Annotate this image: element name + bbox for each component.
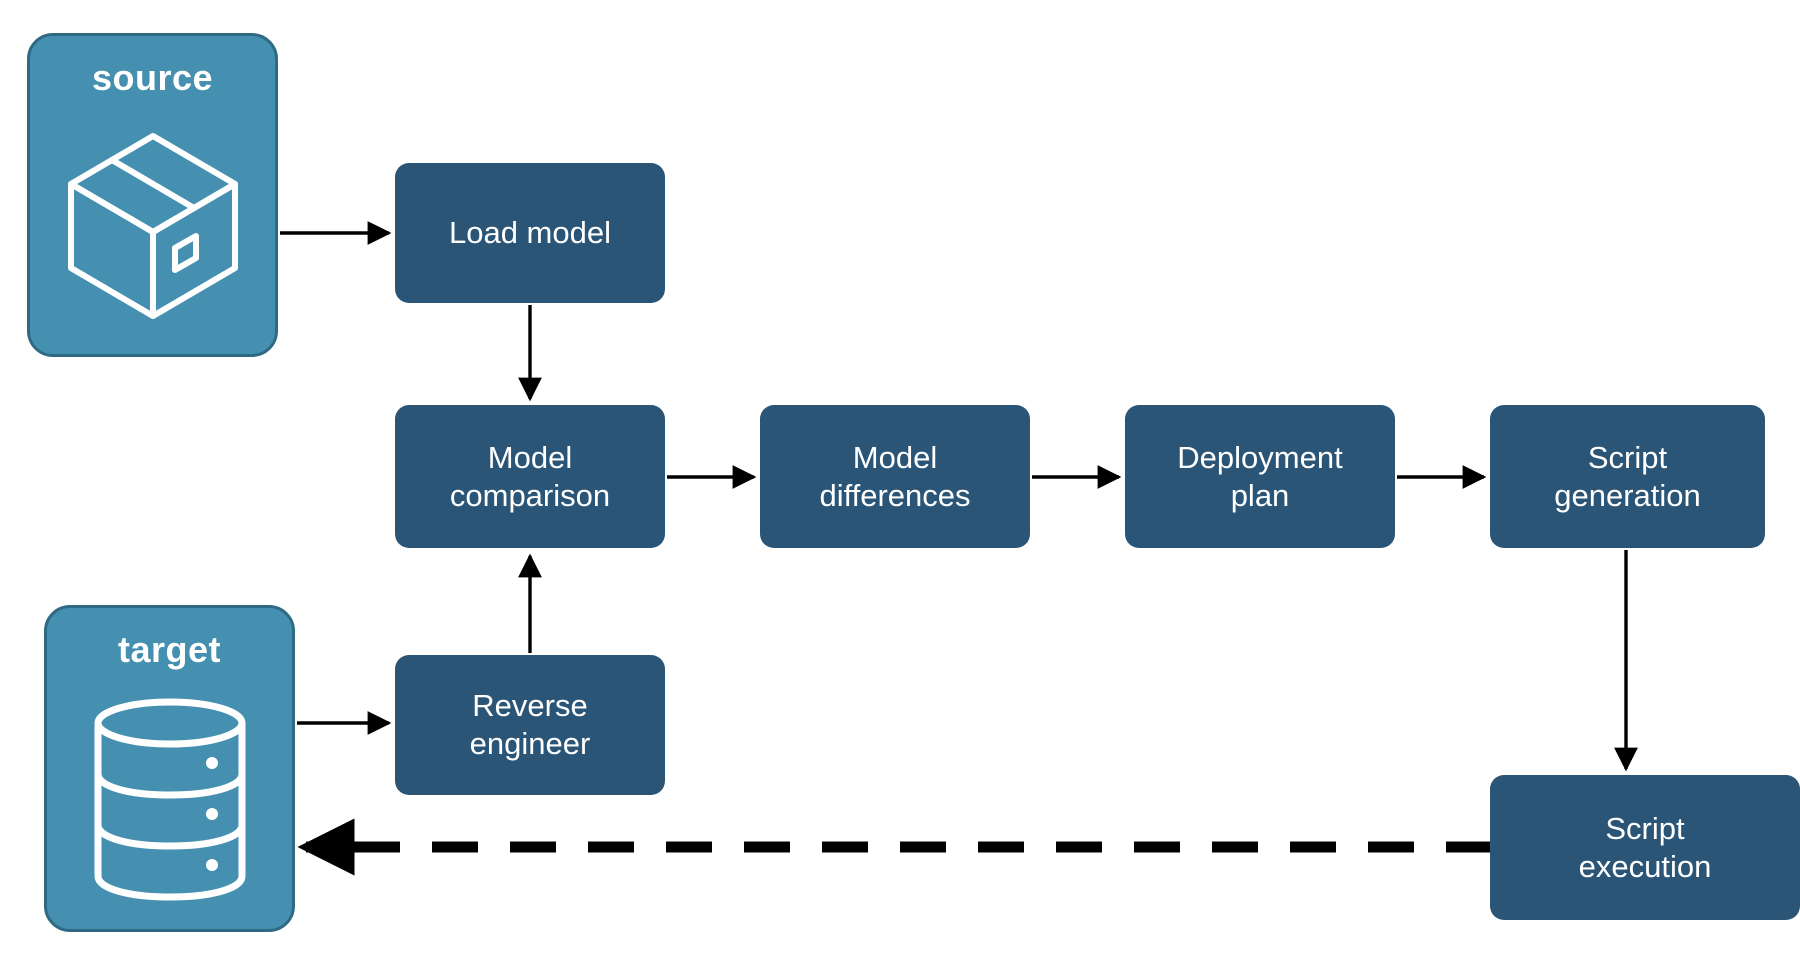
process-label-deployment-plan: Deployment plan: [1177, 439, 1343, 513]
database-cylinder-icon: [47, 670, 292, 929]
endpoint-node-source[interactable]: source: [27, 33, 278, 357]
process-node-model-differences[interactable]: Model differences: [760, 405, 1030, 548]
source-label: source: [91, 57, 214, 98]
process-node-reverse-engineer[interactable]: Reverse engineer: [395, 655, 665, 795]
endpoint-node-target[interactable]: target: [44, 605, 295, 932]
process-label-model-differences: Model differences: [819, 439, 971, 513]
process-label-model-comparison: Model comparison: [449, 439, 611, 513]
process-label-load-model: Load model: [448, 215, 611, 251]
process-label-reverse-engineer: Reverse engineer: [469, 688, 591, 761]
process-node-model-comparison[interactable]: Model comparison: [395, 405, 665, 548]
process-label-script-generation: Script generation: [1554, 439, 1701, 513]
process-node-script-execution[interactable]: Script execution: [1490, 775, 1800, 920]
process-node-deployment-plan[interactable]: Deployment plan: [1125, 405, 1395, 548]
target-label: target: [117, 629, 222, 670]
package-box-icon: [30, 98, 275, 354]
process-label-script-execution: Script execution: [1578, 810, 1712, 884]
process-node-script-generation[interactable]: Script generation: [1490, 405, 1765, 548]
process-node-load-model[interactable]: Load model: [395, 163, 665, 303]
